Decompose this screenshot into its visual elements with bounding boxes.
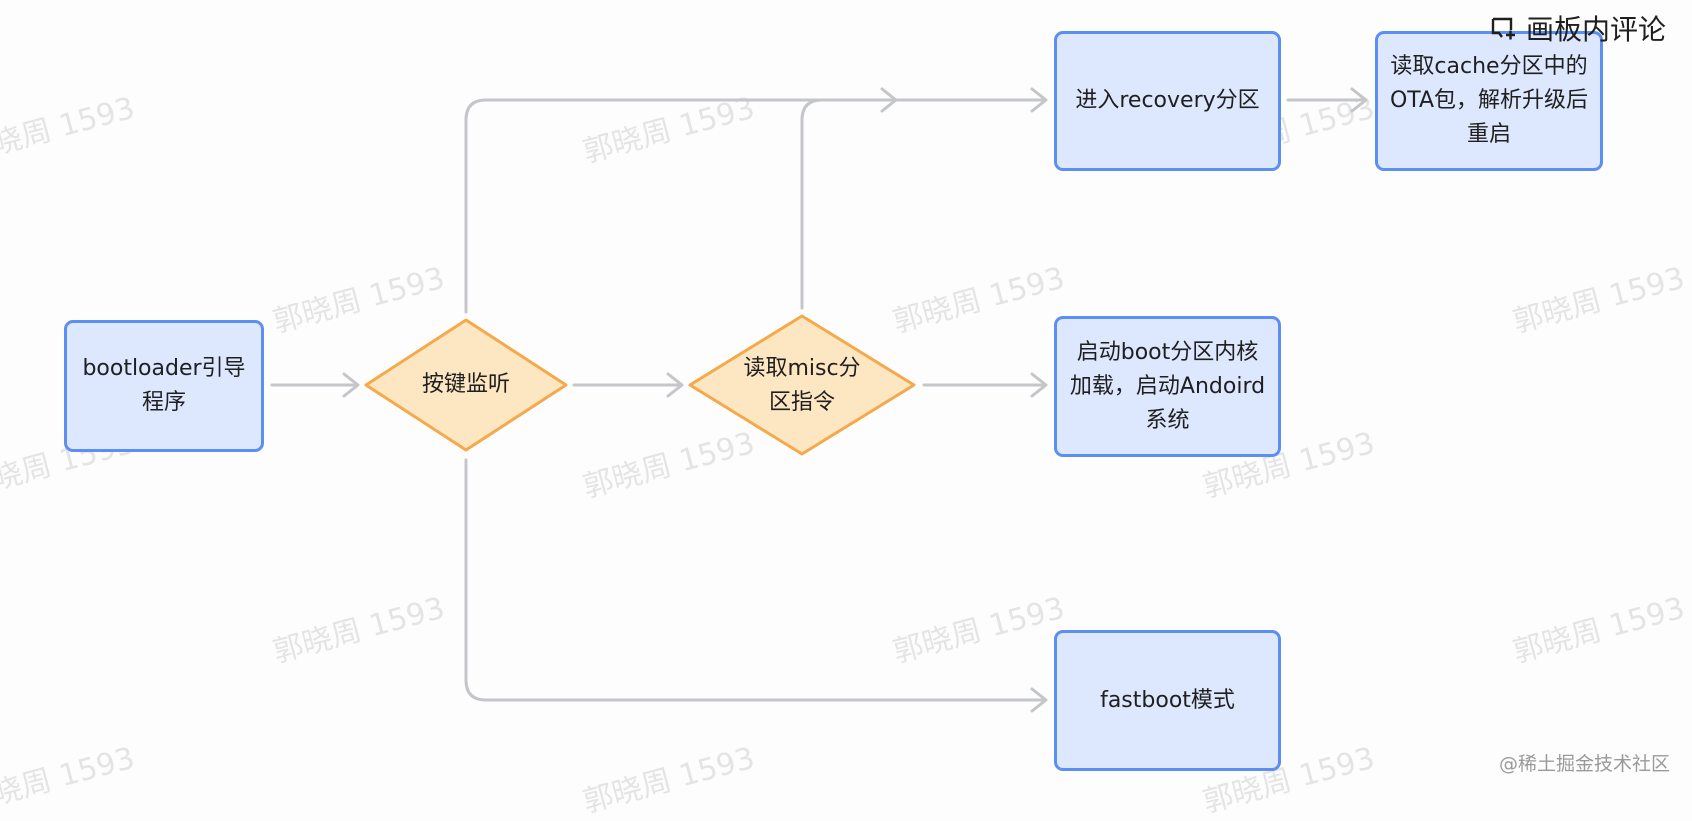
decision-read-misc bbox=[688, 314, 916, 456]
comment-plus-icon bbox=[1490, 15, 1516, 41]
connector-keylisten-to-recovery bbox=[464, 98, 1046, 314]
arrowhead bbox=[1350, 87, 1368, 113]
decision-read-misc-label[interactable]: 读取misc分区指令 bbox=[743, 356, 861, 415]
decision-key-listen bbox=[364, 318, 568, 452]
connector-misc-to-recovery bbox=[800, 98, 824, 310]
connectors bbox=[270, 87, 1368, 713]
arrowhead bbox=[1030, 372, 1048, 398]
arrowhead bbox=[342, 372, 360, 398]
arrowhead bbox=[880, 87, 898, 113]
decision-key-listen-label[interactable]: 按键监听 bbox=[421, 372, 510, 397]
node-fastboot[interactable]: fastboot模式 bbox=[1054, 630, 1281, 771]
arrowhead bbox=[666, 372, 684, 398]
arrowhead bbox=[1030, 87, 1048, 113]
board-comment-label: 画板内评论 bbox=[1526, 13, 1667, 46]
footer-brand: @稀土掘金技术社区 bbox=[1498, 753, 1670, 775]
connector-keylisten-to-fastboot bbox=[464, 458, 1046, 702]
diagram-canvas: 郭晓周 1593 郭晓周 1593 郭晓周 1593 郭晓周 1593 郭晓周 … bbox=[0, 31, 1688, 820]
node-boot[interactable]: 启动boot分区内核加载，启动Andoird系统 bbox=[1054, 316, 1281, 457]
board-comment-button[interactable]: 画板内评论 bbox=[1490, 8, 1666, 48]
arrowhead bbox=[1030, 687, 1048, 713]
node-read-cache[interactable]: 读取cache分区中的OTA包，解析升级后重启 bbox=[1375, 31, 1603, 171]
node-recovery[interactable]: 进入recovery分区 bbox=[1054, 31, 1281, 171]
node-bootloader[interactable]: bootloader引导程序 bbox=[64, 320, 264, 452]
